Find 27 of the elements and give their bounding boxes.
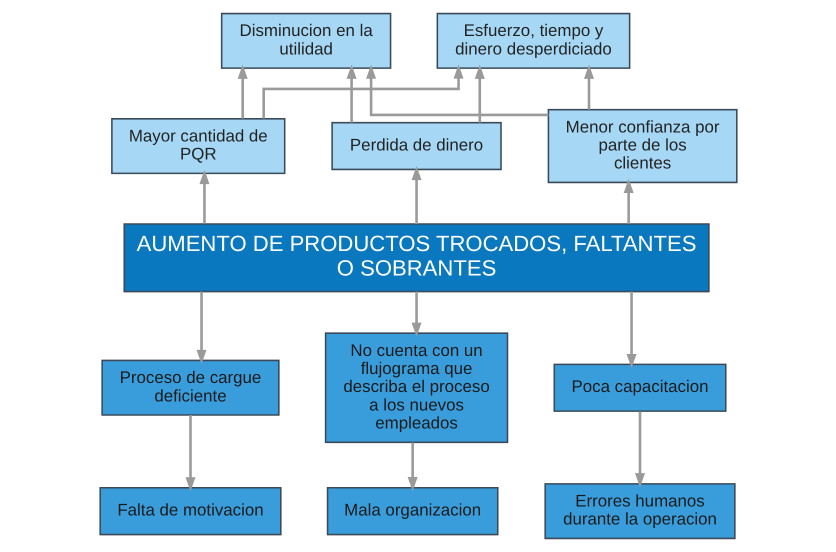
arrow (198, 170, 209, 224)
node-box: Poca capacitacion (552, 364, 726, 412)
node-box: Menor confianza por parte de los clientes (547, 108, 738, 184)
node-box: Esfuerzo, tiempo y dinero desperdiciado (436, 12, 630, 69)
arrow (237, 64, 248, 119)
arrow (411, 166, 422, 224)
arrow (623, 178, 634, 224)
arrow (366, 64, 548, 116)
arrow (196, 292, 206, 364)
node-box: Mayor cantidad de PQR (110, 118, 285, 174)
arrow (626, 292, 636, 368)
node-box: Disminucion en la utilidad (220, 12, 391, 69)
node-box: Falta de motivacion (98, 487, 282, 536)
node-box: No cuenta con un flujograma que describa el proceso a los nuevos empleados (324, 332, 508, 444)
arrow (474, 64, 484, 123)
arrow (411, 292, 422, 337)
node-box: Perdida de dinero (330, 122, 502, 170)
arrow (634, 412, 645, 488)
arrow (262, 64, 464, 118)
arrow (584, 64, 594, 110)
node-box: Proceso de cargue deficiente (100, 360, 280, 416)
node-box: AUMENTO DE PRODUCTOS TROCADOS, FALTANTES O SOBRANTES (122, 223, 710, 292)
node-box: Mala organizacion (326, 487, 498, 536)
arrow (407, 442, 418, 492)
arrow (184, 415, 195, 492)
arrow (346, 64, 356, 123)
node-box: Errores humanos durante la operacion (544, 483, 736, 540)
